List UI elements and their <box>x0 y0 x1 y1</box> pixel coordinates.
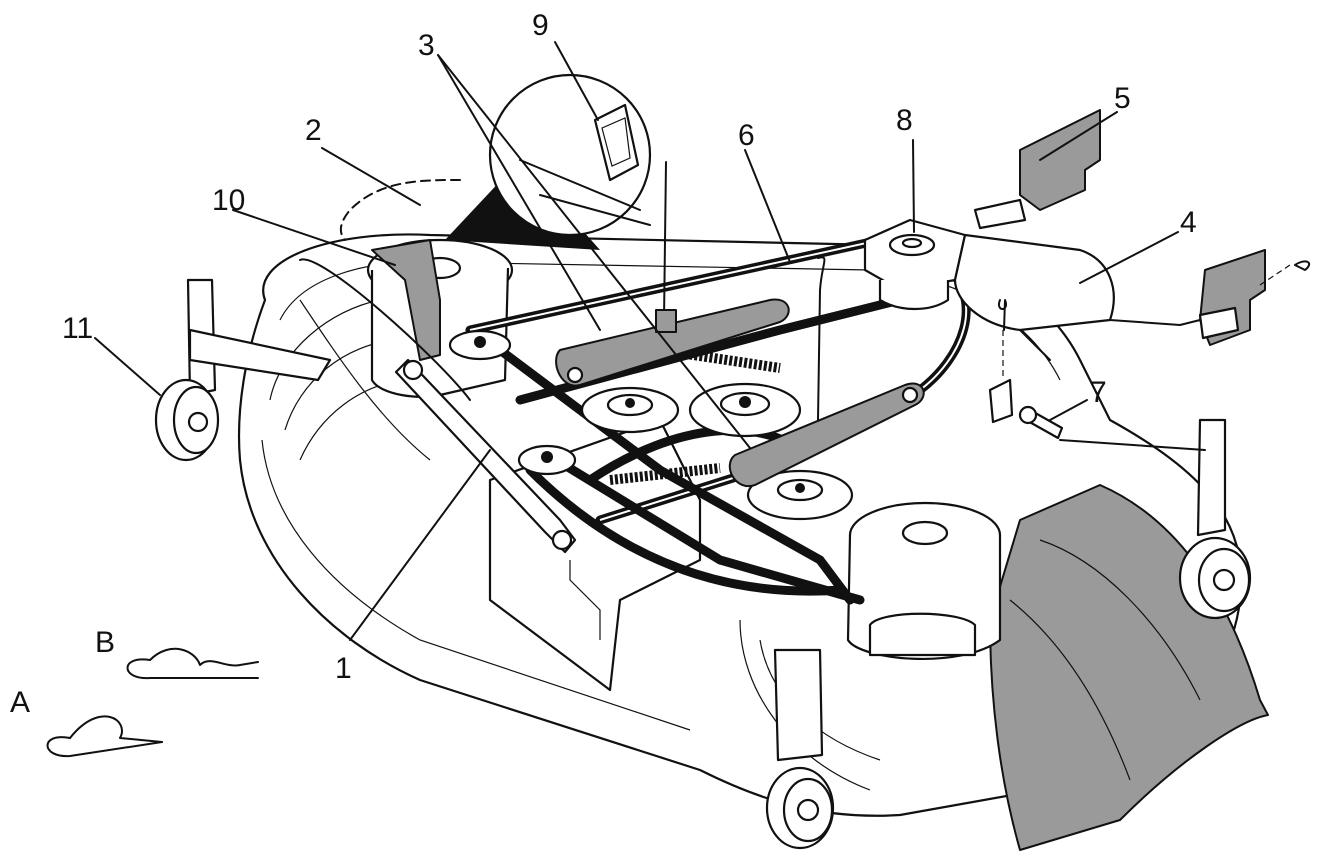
callout-5: 5 <box>1114 82 1131 115</box>
callout-11: 11 <box>62 312 93 345</box>
front-hanger-bracket <box>371 239 441 361</box>
hairpin-clip <box>997 299 1008 331</box>
callout-b: B <box>95 626 115 659</box>
clip-detail-b <box>126 647 259 680</box>
adjustment-rod-right <box>817 256 826 421</box>
callout-9: 9 <box>532 9 549 42</box>
tension-spring-lower <box>609 463 721 485</box>
pulleys <box>448 329 854 521</box>
gauge-wheel-left <box>154 278 332 462</box>
pulley-center <box>688 382 802 438</box>
callout-4: 4 <box>1180 206 1197 239</box>
hanger-bracket-upper <box>973 109 1101 230</box>
gauge-wheel-right-rear <box>765 648 835 850</box>
clip-detail-a <box>46 715 163 758</box>
right-spindle-housing <box>846 501 1002 660</box>
callout-3: 3 <box>418 29 435 62</box>
callout-1: 1 <box>335 652 352 685</box>
hanger-bracket-lower <box>1198 249 1311 346</box>
pulley-right <box>746 469 854 521</box>
leader-lines <box>94 41 1206 641</box>
callout-10: 10 <box>212 184 245 217</box>
idler-arm-lower <box>728 382 925 488</box>
clutch-bracket <box>953 233 1201 361</box>
adjustment-rod-left <box>663 161 667 321</box>
callout-8: 8 <box>896 104 913 137</box>
cable-routing-dashed <box>339 179 461 241</box>
idler-pulley-left <box>517 444 577 476</box>
pulley-left <box>580 386 680 434</box>
idler-arm-upper <box>555 298 790 387</box>
gauge-wheel-right-front <box>1178 418 1252 620</box>
callout-a: A <box>10 686 30 719</box>
callout-7: 7 <box>1090 376 1107 409</box>
electric-clutch <box>863 218 967 310</box>
idler-pulley-top <box>448 329 512 361</box>
detail-magnifier <box>445 73 652 250</box>
callout-2: 2 <box>305 114 322 147</box>
callout-6: 6 <box>738 119 755 152</box>
clevis-pin <box>988 378 1064 440</box>
rod-collar <box>655 309 677 333</box>
